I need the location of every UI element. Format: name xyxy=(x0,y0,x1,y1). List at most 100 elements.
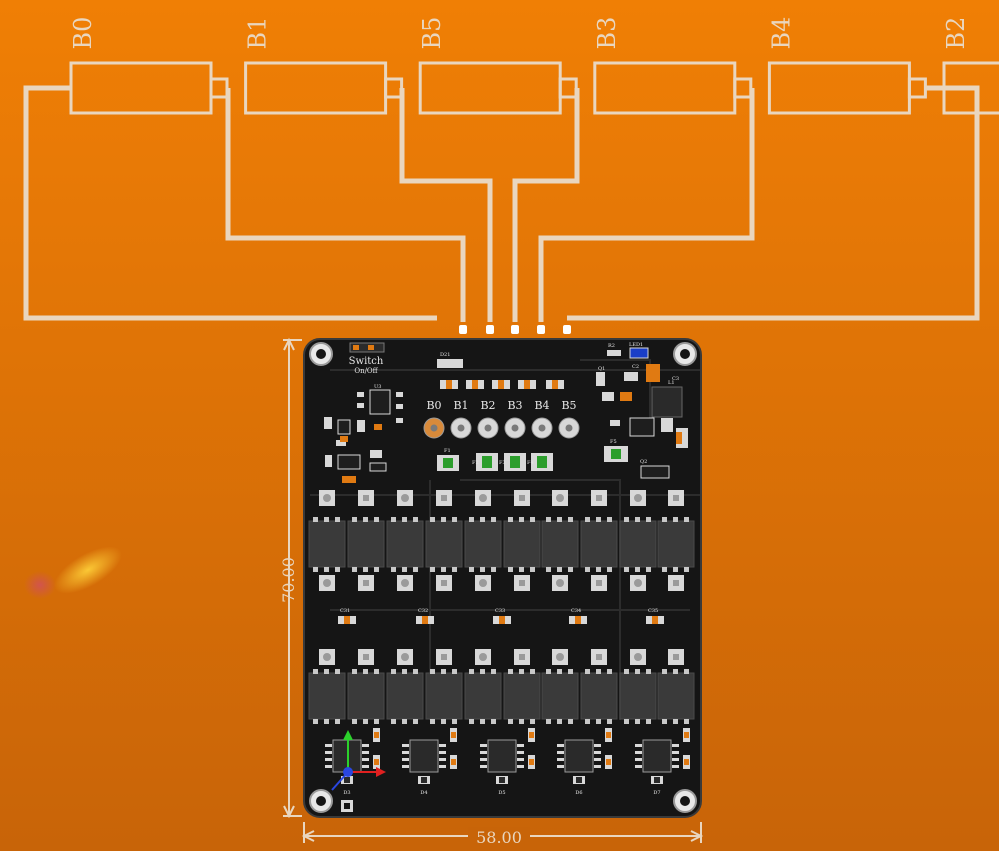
svg-text:C34: C34 xyxy=(571,608,581,614)
pad-label: B5 xyxy=(561,399,576,412)
mosfet xyxy=(347,649,385,724)
pad-label: B2 xyxy=(480,399,495,412)
driver-ic: D4 xyxy=(402,728,457,796)
mosfet xyxy=(619,649,657,724)
svg-text:D7: D7 xyxy=(653,790,660,796)
svg-text:D3: D3 xyxy=(343,790,350,796)
wire-b0-negative xyxy=(23,85,437,321)
battery-cell: B3 xyxy=(593,17,753,115)
battery-terminal xyxy=(209,77,229,99)
balance-pad: B1 xyxy=(450,399,472,439)
svg-text:Q2: Q2 xyxy=(640,459,647,465)
pcb-board: Switch On/Off D21 U3 xyxy=(303,325,702,818)
mosfet xyxy=(386,490,424,591)
driver-ic: D6 xyxy=(557,728,612,796)
battery-cell: B4 xyxy=(767,17,927,115)
battery-label: B4 xyxy=(767,17,795,50)
battery-terminal xyxy=(384,77,404,99)
battery-terminal xyxy=(733,77,753,99)
wire-b2-positive xyxy=(567,85,980,321)
mosfet xyxy=(464,649,502,724)
mosfet xyxy=(464,490,502,591)
driver-ic: D7 xyxy=(635,728,690,796)
mosfet xyxy=(386,649,424,724)
balance-pads: B0 B1 B2 B3 B4 B5 xyxy=(423,399,580,439)
svg-text:D21: D21 xyxy=(440,352,450,358)
battery-label: B5 xyxy=(418,17,446,50)
svg-text:LED1: LED1 xyxy=(629,342,643,348)
mosfet xyxy=(503,649,541,724)
pad-label: B3 xyxy=(507,399,522,412)
balance-pad: B4 xyxy=(531,399,553,439)
height-dimension xyxy=(283,337,302,819)
wire-b3-b4 xyxy=(538,88,755,322)
switch-header: Switch On/Off xyxy=(349,342,385,375)
fuses: F1 F2 F3 F4 F5 xyxy=(437,439,617,471)
mosfet-array xyxy=(308,490,695,724)
regulator-components: LED1 R2 C2 L1 C3 Q1 Q2 xyxy=(596,342,688,479)
mosfet xyxy=(580,490,618,591)
svg-text:F4: F4 xyxy=(527,460,534,466)
battery-terminal xyxy=(907,77,927,99)
svg-text:F2: F2 xyxy=(472,460,479,466)
svg-text:U3: U3 xyxy=(374,384,381,390)
axis-gizmo xyxy=(331,730,386,791)
light-flare xyxy=(24,546,122,599)
battery-row: B0 B1 B5 B3 B4 B2 xyxy=(69,17,999,115)
wire-b0-b1 xyxy=(225,88,466,322)
pad-label: B4 xyxy=(534,399,549,412)
pad-label: B1 xyxy=(453,399,468,412)
balance-pad: B0 xyxy=(423,399,445,439)
pad-label: B0 xyxy=(426,399,441,412)
battery-cell: B1 xyxy=(244,17,404,115)
mosfet xyxy=(308,649,346,724)
mosfet xyxy=(580,649,618,724)
svg-text:C35: C35 xyxy=(648,608,658,614)
wire-b1-b5 xyxy=(399,88,493,322)
battery-body xyxy=(942,61,999,115)
battery-label: B1 xyxy=(244,17,272,50)
svg-text:Q1: Q1 xyxy=(598,366,605,372)
battery-cell: B0 xyxy=(69,17,229,115)
svg-text:C32: C32 xyxy=(418,608,428,614)
balance-pad: B3 xyxy=(504,399,526,439)
mosfet xyxy=(425,490,463,591)
svg-text:F5: F5 xyxy=(610,439,617,445)
switch-sublabel: On/Off xyxy=(354,367,378,375)
svg-text:D4: D4 xyxy=(420,790,427,796)
battery-terminal xyxy=(558,77,578,99)
battery-label: B0 xyxy=(69,17,97,50)
mosfet xyxy=(308,490,346,591)
mosfet xyxy=(657,490,695,591)
mosfet xyxy=(619,490,657,591)
svg-text:C3: C3 xyxy=(672,376,679,382)
mosfet xyxy=(541,490,579,591)
lead-caps xyxy=(440,380,564,389)
battery-cell: B5 xyxy=(418,17,578,115)
svg-text:C31: C31 xyxy=(340,608,350,614)
mosfet xyxy=(503,490,541,591)
balance-caps: C31 C32 C33 C34 C35 xyxy=(338,608,664,624)
height-label: 70.00 xyxy=(279,557,298,603)
svg-text:D5: D5 xyxy=(498,790,505,796)
svg-text:R2: R2 xyxy=(608,343,615,349)
wire-b5-b3 xyxy=(512,88,580,322)
svg-text:D6: D6 xyxy=(575,790,582,796)
battery-wires xyxy=(23,85,980,322)
battery-label: B2 xyxy=(942,17,970,50)
mosfet xyxy=(541,649,579,724)
mosfet xyxy=(347,490,385,591)
svg-text:L1: L1 xyxy=(668,380,675,386)
driver-ic: D5 xyxy=(480,728,535,796)
svg-text:C33: C33 xyxy=(495,608,505,614)
battery-cell: B2 xyxy=(942,17,999,115)
width-label: 58.00 xyxy=(476,828,522,847)
battery-label: B3 xyxy=(593,17,621,50)
mosfet xyxy=(425,649,463,724)
svg-text:C2: C2 xyxy=(632,364,639,370)
svg-text:F3: F3 xyxy=(499,460,506,466)
balance-pad: B5 xyxy=(558,399,580,439)
mosfet xyxy=(657,649,695,724)
switch-label: Switch xyxy=(349,356,384,367)
